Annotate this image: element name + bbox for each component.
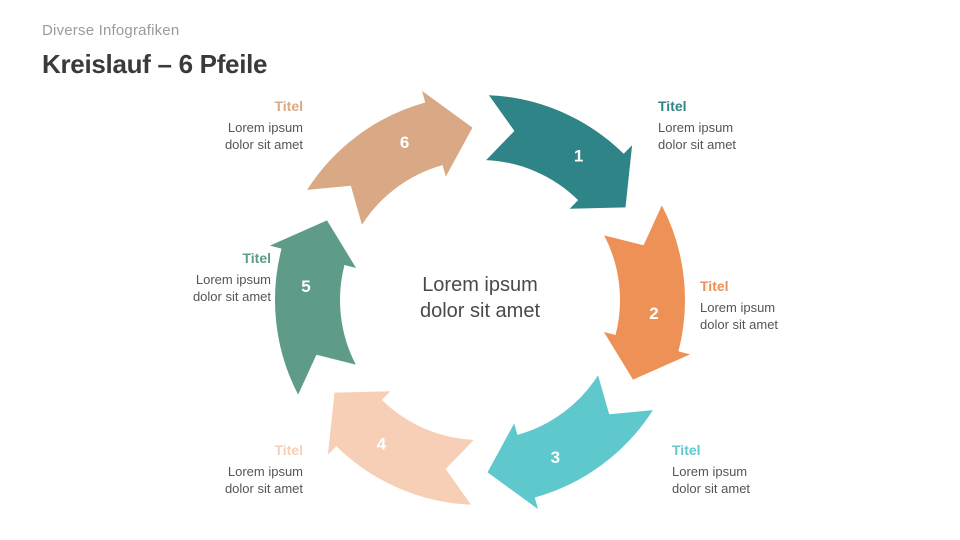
callout-6: Titel Lorem ipsum dolor sit amet <box>128 98 303 154</box>
callout-3: Titel Lorem ipsum dolor sit amet <box>672 442 847 498</box>
cycle-diagram: 1 2 3 4 5 6 <box>255 75 705 525</box>
cycle-segment-3[interactable] <box>487 375 653 510</box>
cycle-segment-6-number: 6 <box>400 133 409 152</box>
callout-5-title: Titel <box>242 250 271 266</box>
cycle-segment-1-number: 1 <box>574 147 583 166</box>
callout-5: Titel Lorem ipsum dolor sit amet <box>96 250 271 306</box>
callout-4: Titel Lorem ipsum dolor sit amet <box>128 442 303 498</box>
callout-1-title: Titel <box>658 98 687 114</box>
callout-6-title: Titel <box>274 98 303 114</box>
cycle-svg: 1 2 3 4 5 6 <box>269 90 691 510</box>
callout-2-body: Lorem ipsum dolor sit amet <box>700 299 779 333</box>
cycle-segment-5[interactable] <box>269 220 357 395</box>
callout-3-body: Lorem ipsum dolor sit amet <box>672 463 751 497</box>
slide-header: Diverse Infografiken Kreislauf – 6 Pfeil… <box>42 22 268 81</box>
cycle-segment-4[interactable] <box>327 391 474 505</box>
callout-1-body: Lorem ipsum dolor sit amet <box>658 119 737 153</box>
callout-6-body: Lorem ipsum dolor sit amet <box>224 119 303 153</box>
cycle-segment-4-number: 4 <box>377 434 387 453</box>
callout-2: Titel Lorem ipsum dolor sit amet <box>700 278 875 334</box>
callout-4-body: Lorem ipsum dolor sit amet <box>224 463 303 497</box>
callout-5-body: Lorem ipsum dolor sit amet <box>192 271 271 305</box>
cycle-segment-1[interactable] <box>486 95 633 209</box>
cycle-segment-6[interactable] <box>307 90 473 225</box>
slide-subtitle: Diverse Infografiken <box>42 22 180 39</box>
cycle-segment-3-number: 3 <box>551 448 560 467</box>
cycle-center-text: Lorem ipsum dolor sit amet <box>419 274 541 323</box>
callout-4-title: Titel <box>274 442 303 458</box>
cycle-segment-5-number: 5 <box>301 277 310 296</box>
callout-2-title: Titel <box>700 278 729 294</box>
cycle-segment-2[interactable] <box>603 205 691 380</box>
cycle-segment-2-number: 2 <box>649 304 658 323</box>
callout-3-title: Titel <box>672 442 701 458</box>
page-title: Kreislauf – 6 Pfeile <box>42 49 268 79</box>
callout-1: Titel Lorem ipsum dolor sit amet <box>658 98 833 154</box>
